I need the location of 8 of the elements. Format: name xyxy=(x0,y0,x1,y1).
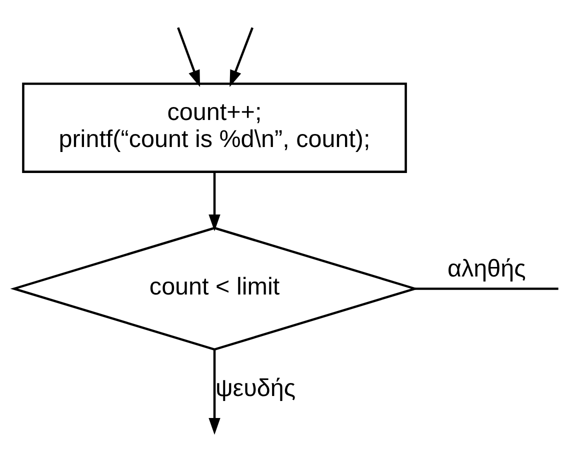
edge-label: ψευδής xyxy=(215,375,296,402)
arrow xyxy=(177,27,200,87)
arrow xyxy=(208,172,220,232)
connector xyxy=(414,288,558,290)
edge-label: αληθής xyxy=(447,255,526,282)
arrow xyxy=(208,350,220,435)
arrow xyxy=(230,27,254,87)
node-box: count++; printf(“count is %d\n”, count); xyxy=(22,82,407,173)
